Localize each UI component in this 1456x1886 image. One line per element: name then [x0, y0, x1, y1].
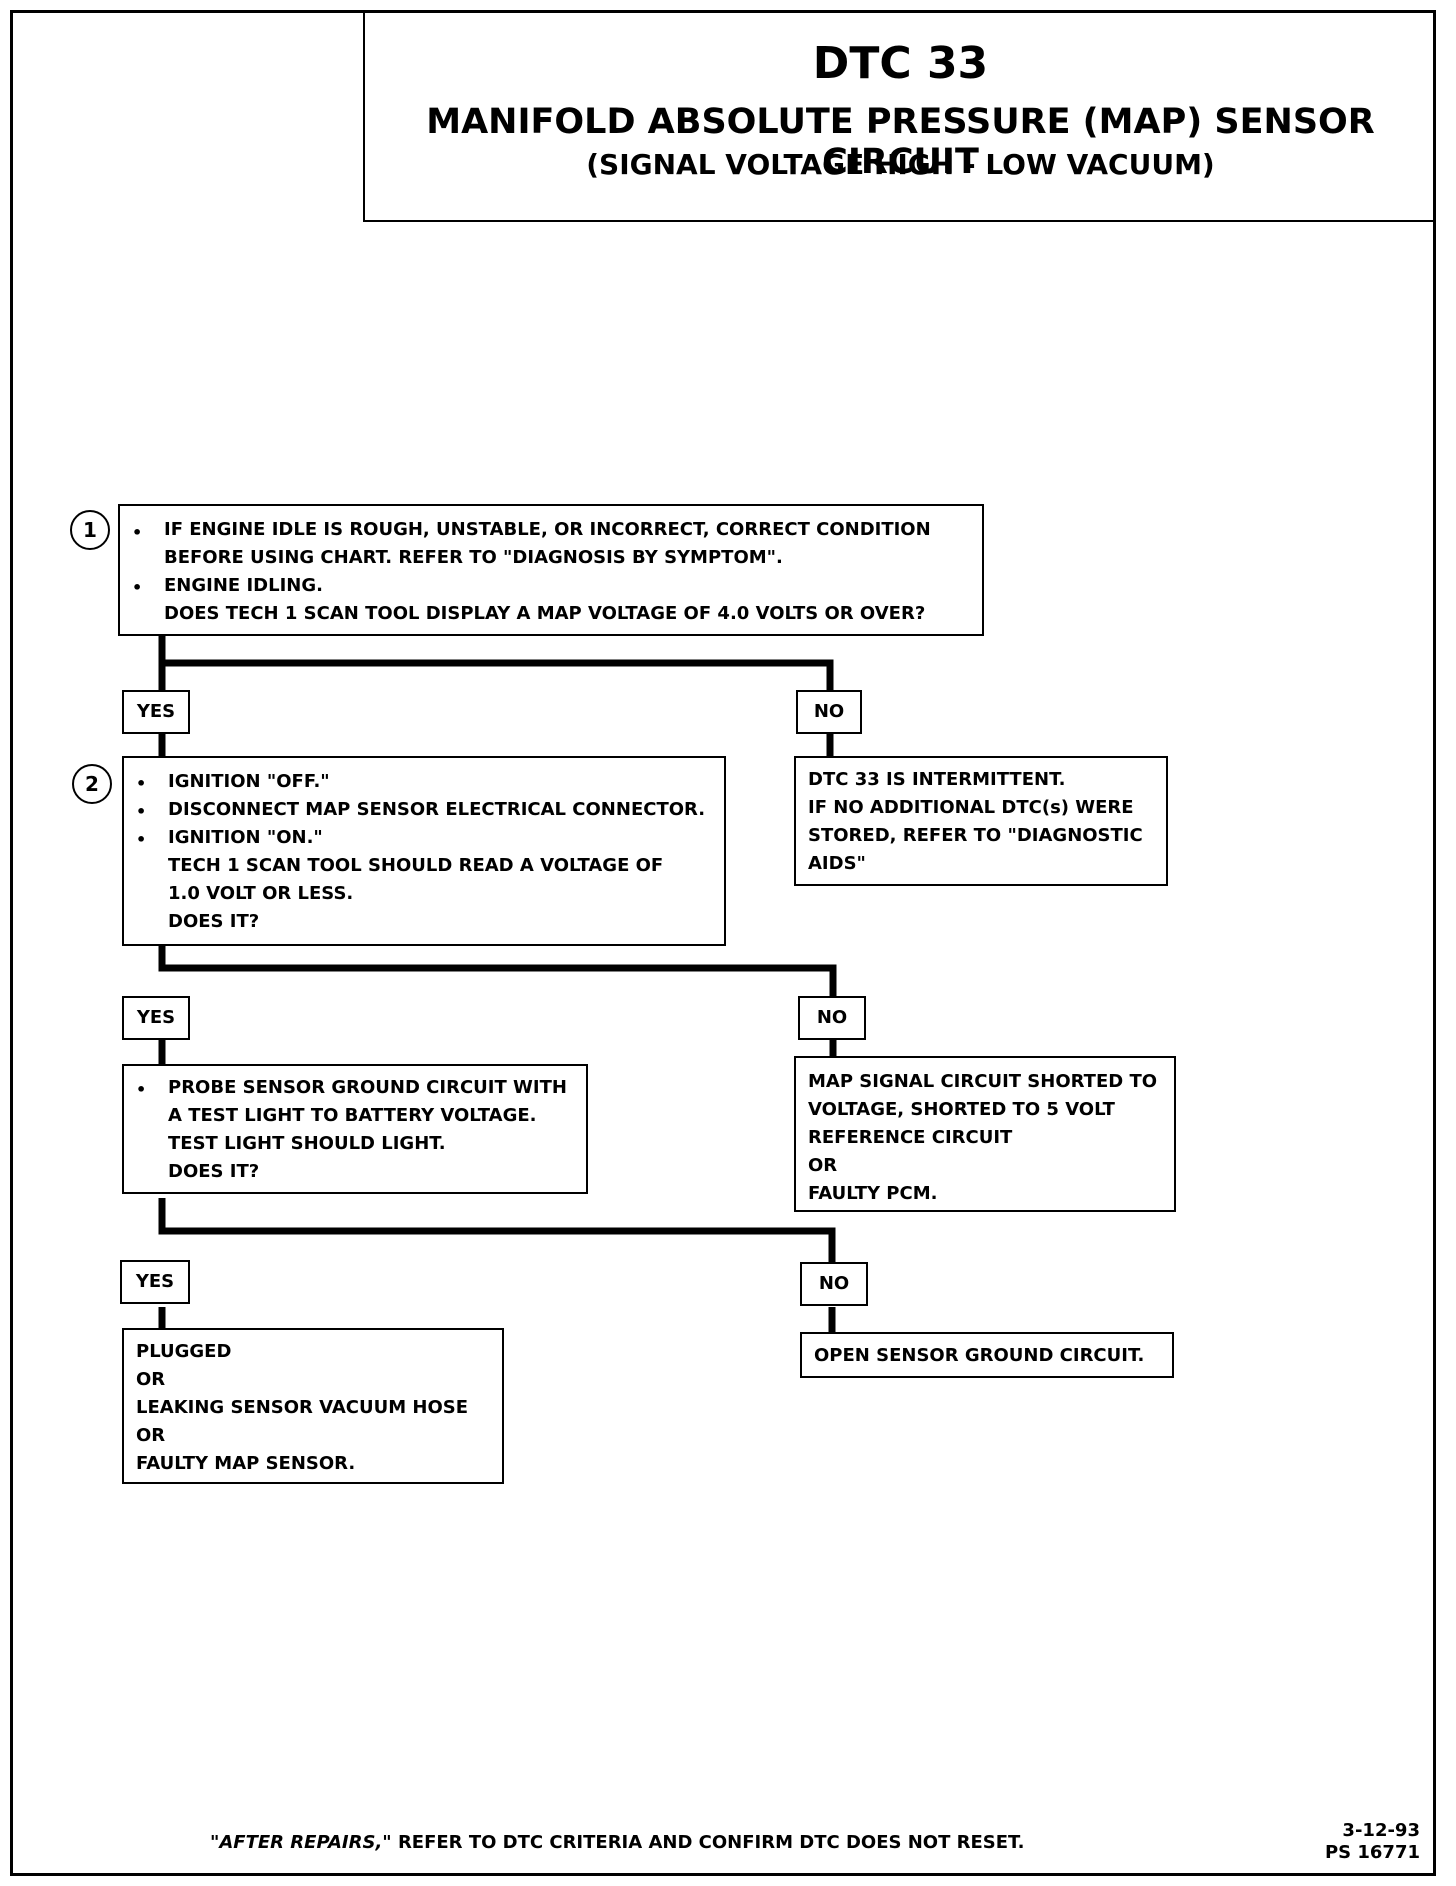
step-1-line-3: ENGINE IDLING.: [164, 575, 323, 596]
step-2-marker: 2: [72, 764, 112, 804]
result-2-line-4: OR: [808, 1155, 838, 1176]
bullet-icon: •: [136, 830, 147, 849]
yes-label: YES: [120, 1260, 190, 1304]
result-4-line-1: OPEN SENSOR GROUND CIRCUIT.: [814, 1345, 1145, 1366]
bullet-icon: •: [136, 1080, 147, 1099]
result-2-line-1: MAP SIGNAL CIRCUIT SHORTED TO: [808, 1071, 1158, 1092]
step-1-line-2: BEFORE USING CHART. REFER TO "DIAGNOSIS …: [164, 547, 783, 568]
step-3-line-2: A TEST LIGHT TO BATTERY VOLTAGE.: [168, 1105, 537, 1126]
chart-subtitle: (SIGNAL VOLTAGE HIGH - LOW VACUUM): [586, 148, 1215, 181]
step-3-box: • PROBE SENSOR GROUND CIRCUIT WITH A TES…: [122, 1064, 588, 1194]
step-2-line-6: DOES IT?: [168, 911, 260, 932]
no-label: NO: [796, 690, 862, 734]
bullet-icon: •: [132, 578, 143, 597]
result-1-line-2: IF NO ADDITIONAL DTC(s) WERE: [808, 797, 1134, 818]
no-label: NO: [800, 1262, 868, 1306]
result-2-line-2: VOLTAGE, SHORTED TO 5 VOLT: [808, 1099, 1115, 1120]
page-frame: [10, 10, 1436, 1876]
step-3-line-1: PROBE SENSOR GROUND CIRCUIT WITH: [168, 1077, 567, 1098]
step-1-box: • IF ENGINE IDLE IS ROUGH, UNSTABLE, OR …: [118, 504, 984, 636]
no-label: NO: [798, 996, 866, 1040]
result-plugged-hose-box: PLUGGED OR LEAKING SENSOR VACUUM HOSE OR…: [122, 1328, 504, 1484]
bullet-icon: •: [136, 802, 147, 821]
result-3-line-4: OR: [136, 1425, 166, 1446]
yes-label: YES: [122, 996, 190, 1040]
step-1-marker: 1: [70, 510, 110, 550]
step-3-line-4: DOES IT?: [168, 1161, 260, 1182]
step-2-box: • IGNITION "OFF." • DISCONNECT MAP SENSO…: [122, 756, 726, 946]
header-box: DTC 33 MANIFOLD ABSOLUTE PRESSURE (MAP) …: [363, 10, 1436, 222]
result-intermittent-box: DTC 33 IS INTERMITTENT. IF NO ADDITIONAL…: [794, 756, 1168, 886]
bullet-icon: •: [136, 774, 147, 793]
step-2-line-5: 1.0 VOLT OR LESS.: [168, 883, 354, 904]
result-3-line-2: OR: [136, 1369, 166, 1390]
after-repairs-note: "AFTER REPAIRS," REFER TO DTC CRITERIA A…: [210, 1832, 1024, 1853]
step-2-line-4: TECH 1 SCAN TOOL SHOULD READ A VOLTAGE O…: [168, 855, 664, 876]
step-3-line-3: TEST LIGHT SHOULD LIGHT.: [168, 1133, 446, 1154]
chart-title: MANIFOLD ABSOLUTE PRESSURE (MAP) SENSOR …: [426, 102, 1375, 182]
result-3-line-5: FAULTY MAP SENSOR.: [136, 1453, 356, 1474]
dtc-number: DTC 33: [812, 38, 989, 89]
revision-date: 3-12-93: [1342, 1820, 1420, 1841]
result-1-line-1: DTC 33 IS INTERMITTENT.: [808, 769, 1066, 790]
step-1-line-1: IF ENGINE IDLE IS ROUGH, UNSTABLE, OR IN…: [164, 519, 931, 540]
result-3-line-1: PLUGGED: [136, 1341, 232, 1362]
yes-label: YES: [122, 690, 190, 734]
after-repairs-text: REFER TO DTC CRITERIA AND CONFIRM DTC DO…: [391, 1832, 1025, 1853]
result-signal-shorted-box: MAP SIGNAL CIRCUIT SHORTED TO VOLTAGE, S…: [794, 1056, 1176, 1212]
figure-reference: PS 16771: [1324, 1842, 1420, 1863]
result-2-line-3: REFERENCE CIRCUIT: [808, 1127, 1013, 1148]
result-1-line-3: STORED, REFER TO "DIAGNOSTIC: [808, 825, 1143, 846]
bullet-icon: •: [132, 523, 143, 542]
result-1-line-4: AIDS": [808, 853, 866, 874]
after-repairs-emphasis: "AFTER REPAIRS,": [210, 1832, 392, 1853]
result-3-line-3: LEAKING SENSOR VACUUM HOSE: [136, 1397, 469, 1418]
result-2-line-5: FAULTY PCM.: [808, 1183, 938, 1204]
step-2-line-1: IGNITION "OFF.": [168, 771, 330, 792]
result-open-ground-box: OPEN SENSOR GROUND CIRCUIT.: [800, 1332, 1174, 1378]
step-1-line-4: DOES TECH 1 SCAN TOOL DISPLAY A MAP VOLT…: [164, 603, 926, 624]
step-2-line-2: DISCONNECT MAP SENSOR ELECTRICAL CONNECT…: [168, 799, 706, 820]
step-2-line-3: IGNITION "ON.": [168, 827, 323, 848]
